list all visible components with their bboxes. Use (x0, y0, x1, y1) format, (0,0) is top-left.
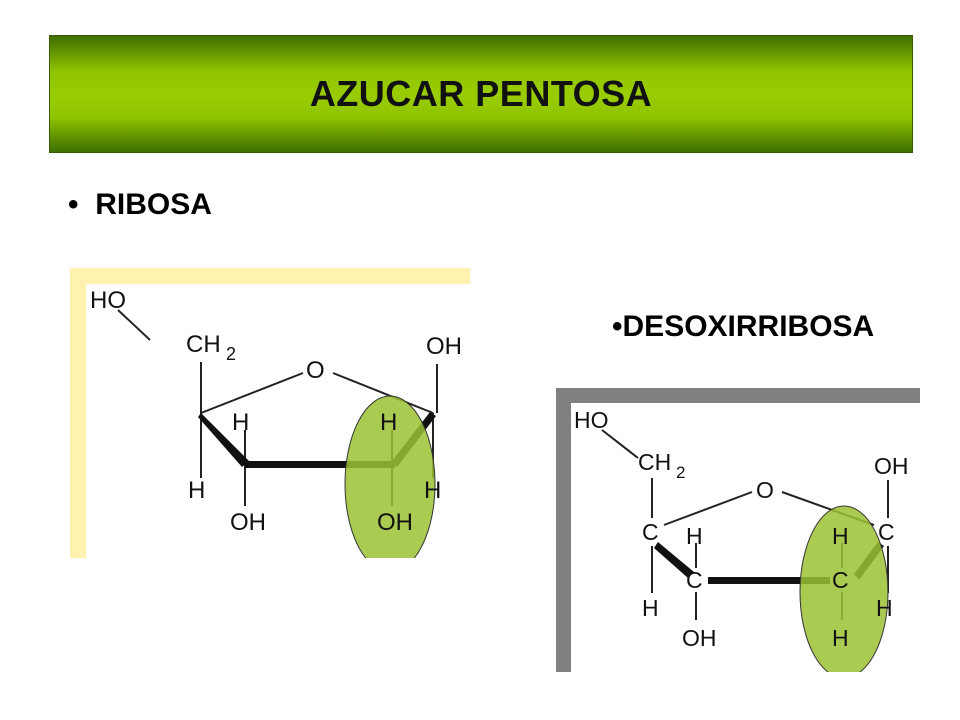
bold-bond-c3-c2 (245, 461, 395, 468)
desoxi-frame-left (556, 388, 571, 672)
label-desoxirribosa: DESOXIRRIBOSA (622, 310, 875, 343)
label-ho: HO (90, 287, 126, 314)
label-oh-c1: OH (874, 453, 909, 479)
desoxi-frame-top (556, 388, 920, 403)
slide-title: AZUCAR PENTOSA (309, 73, 653, 114)
label-h-c3-up: H (686, 523, 703, 549)
label-h-c3-up: H (232, 409, 249, 436)
bold-bond-c3-c2 (708, 577, 830, 584)
bullet-mark: • (612, 310, 623, 343)
desoxi-bonds (601, 429, 889, 620)
label-h-c2-up: H (832, 523, 849, 549)
label-ring-oxygen: O (306, 357, 325, 384)
desoxi-labels: HO CH 2 O OH C C C C H H H H OH H (574, 407, 909, 651)
wedge-c4-c3 (198, 413, 249, 467)
label-ho: HO (574, 407, 609, 433)
ribosa-labels: HO CH 2 O OH H H H H OH OH (90, 287, 462, 536)
label-oh-c3: OH (230, 509, 266, 536)
label-h-c2-up: H (380, 409, 397, 436)
label-oh-c3: OH (682, 625, 717, 651)
label-h-c1-down: H (876, 595, 893, 621)
title-banner: AZUCAR PENTOSA (49, 35, 913, 153)
label-c1: C (878, 519, 895, 545)
label-h-c4-down: H (188, 477, 205, 504)
label-c4: C (642, 519, 659, 545)
bullet-ribosa: • RIBOSA (68, 188, 212, 222)
desoxirribosa-structure-diagram: HO CH 2 O OH C C C C H H H H OH H (556, 388, 920, 679)
label-h-c4-down: H (642, 595, 659, 621)
label-c2: C (832, 567, 849, 593)
label-ch2-subscript: 2 (676, 463, 685, 482)
bullet-mark: • (68, 188, 79, 221)
label-oh-c2: OH (377, 509, 413, 536)
label-ring-oxygen: O (756, 477, 774, 503)
label-h-c2-down: H (832, 625, 849, 651)
bond-ho-ch2 (601, 429, 639, 459)
label-oh-c1: OH (426, 333, 462, 360)
bond-c4-o (200, 372, 304, 414)
ribosa-frame-top (70, 268, 470, 284)
bond-o-c1 (332, 372, 434, 414)
ribosa-frame-left (70, 268, 86, 558)
bond-ho-ch2 (117, 309, 151, 341)
bond-c4-o (663, 491, 753, 526)
label-ch2-subscript: 2 (226, 344, 236, 364)
label-ch2: CH (638, 449, 671, 475)
label-h-c1-down: H (424, 477, 441, 504)
label-ch2: CH (186, 331, 221, 358)
wedge-c4-c3 (654, 542, 694, 578)
label-ribosa: RIBOSA (95, 188, 212, 221)
label-c3: C (686, 567, 703, 593)
ribosa-structure-diagram: HO CH 2 O OH H H H H OH OH (70, 268, 470, 573)
bullet-desoxirribosa: •DESOXIRRIBOSA (612, 310, 874, 344)
